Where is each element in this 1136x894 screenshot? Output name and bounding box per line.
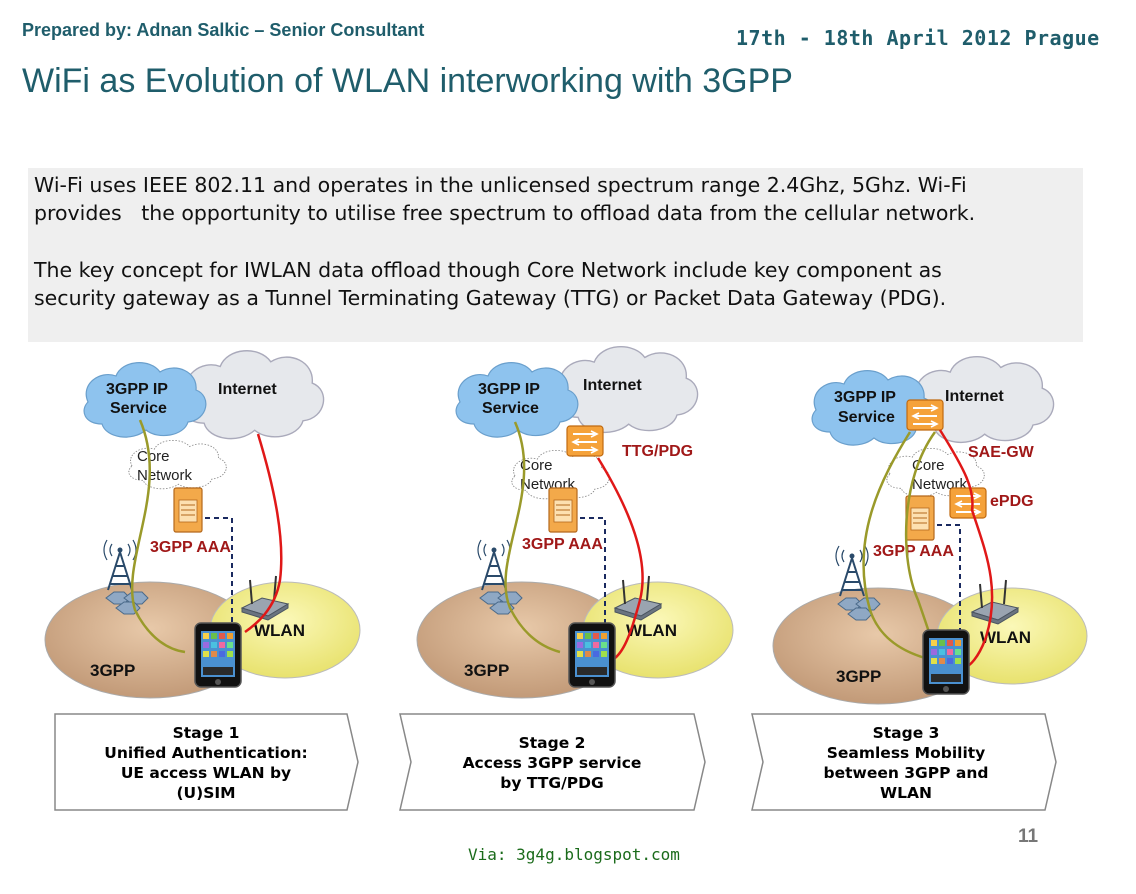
slide-title: WiFi as Evolution of WLAN interworking w…	[22, 62, 793, 100]
stage-2-box: Stage 2 Access 3GPP service by TTG/PDG	[399, 713, 706, 811]
stage-2-line-3: by TTG/PDG	[500, 774, 603, 792]
prepared-by: Prepared by: Adnan Salkic – Senior Consu…	[22, 20, 425, 40]
aaa-label: 3GPP AAA	[150, 539, 231, 556]
wlan-internet-path	[244, 433, 283, 634]
gateway-label-sae-gw: SAE-GW	[968, 444, 1035, 461]
internet-label: Internet	[583, 377, 642, 394]
stage-3-box: Stage 3 Seamless Mobility between 3GPP a…	[751, 713, 1057, 811]
intro-text-box: Wi-Fi uses IEEE 802.11 and operates in t…	[28, 168, 1083, 342]
internet-label: Internet	[218, 381, 277, 398]
sae-gw-gateway-icon	[906, 399, 944, 431]
area-3gpp-label: 3GPP	[836, 667, 881, 686]
intro-paragraph-2: The key concept for IWLAN data offload t…	[34, 258, 947, 310]
gateway-label-epdg: ePDG	[990, 493, 1034, 510]
stage-3-line-4: WLAN	[880, 784, 932, 802]
stage-2-panel: 3GPP WLAN Internet 3GPP IP Service Core …	[416, 346, 734, 699]
aaa-label: 3GPP AAA	[522, 536, 603, 553]
stage-3-line-1: Stage 3	[873, 724, 940, 742]
stage-diagrams: 3GPP WLAN Internet 3GPP IP Service Core …	[44, 346, 1088, 811]
stage-1-line-1: Stage 1	[173, 724, 240, 742]
epdg-gateway-icon	[949, 487, 987, 519]
aaa-server-icon	[173, 487, 203, 533]
wlan-epdg-path	[938, 429, 994, 670]
area-wlan-label: WLAN	[980, 628, 1031, 647]
core-label-line1: Core	[520, 457, 553, 474]
core-label-line2: Network	[137, 467, 193, 484]
stage-1-line-4: (U)SIM	[176, 784, 235, 802]
wlan-gateway-path	[596, 457, 644, 659]
3gpp-path	[130, 419, 186, 654]
gateway-label-ttg-pdg: TTG/PDG	[622, 443, 693, 460]
phone-icon	[568, 622, 616, 688]
stage-1-line-2: Unified Authentication:	[104, 744, 307, 762]
3gpp-cloud-line2: Service	[482, 400, 539, 417]
core-label-line1: Core	[137, 448, 170, 465]
source-credit: Via: 3g4g.blogspot.com	[468, 845, 680, 864]
3gpp-cloud-line1: 3GPP IP	[106, 381, 168, 398]
3gpp-cloud-line2: Service	[110, 400, 167, 417]
aaa-server-icon	[548, 487, 578, 533]
page-number: 11	[1018, 826, 1039, 847]
3gpp-cloud-line2: Service	[838, 409, 895, 426]
intro-paragraph-1: Wi-Fi uses IEEE 802.11 and operates in t…	[34, 173, 976, 225]
3gpp-path	[504, 421, 561, 654]
internet-label: Internet	[945, 388, 1004, 405]
stage-3-line-2: Seamless Mobility	[827, 744, 986, 762]
stage-1-box: Stage 1 Unified Authentication: UE acces…	[54, 713, 359, 811]
area-3gpp-label: 3GPP	[90, 661, 135, 680]
3gpp-cloud-line1: 3GPP IP	[478, 381, 540, 398]
phone-icon	[194, 622, 242, 688]
ttg-pdg-gateway-icon	[566, 425, 604, 457]
stage-2-line-1: Stage 2	[519, 734, 586, 752]
area-wlan-label: WLAN	[626, 621, 677, 640]
stage-3-line-3: between 3GPP and	[823, 764, 988, 782]
stage-3-panel: 3GPP WLAN Internet 3GPP IP Service Core …	[772, 356, 1088, 705]
date-location: 17th - 18th April 2012 Prague	[736, 26, 1100, 50]
aaa-server-icon	[905, 495, 935, 541]
area-wlan-label: WLAN	[254, 621, 305, 640]
stage-2-line-2: Access 3GPP service	[463, 754, 642, 772]
stage-1-line-3: UE access WLAN by	[121, 764, 291, 782]
3gpp-path	[862, 431, 926, 660]
aaa-label: 3GPP AAA	[873, 543, 954, 560]
stage-1-panel: 3GPP WLAN Internet 3GPP IP Service Core …	[44, 350, 361, 699]
3gpp-cloud-line1: 3GPP IP	[834, 389, 896, 406]
area-3gpp-label: 3GPP	[464, 661, 509, 680]
phone-icon	[922, 629, 970, 695]
